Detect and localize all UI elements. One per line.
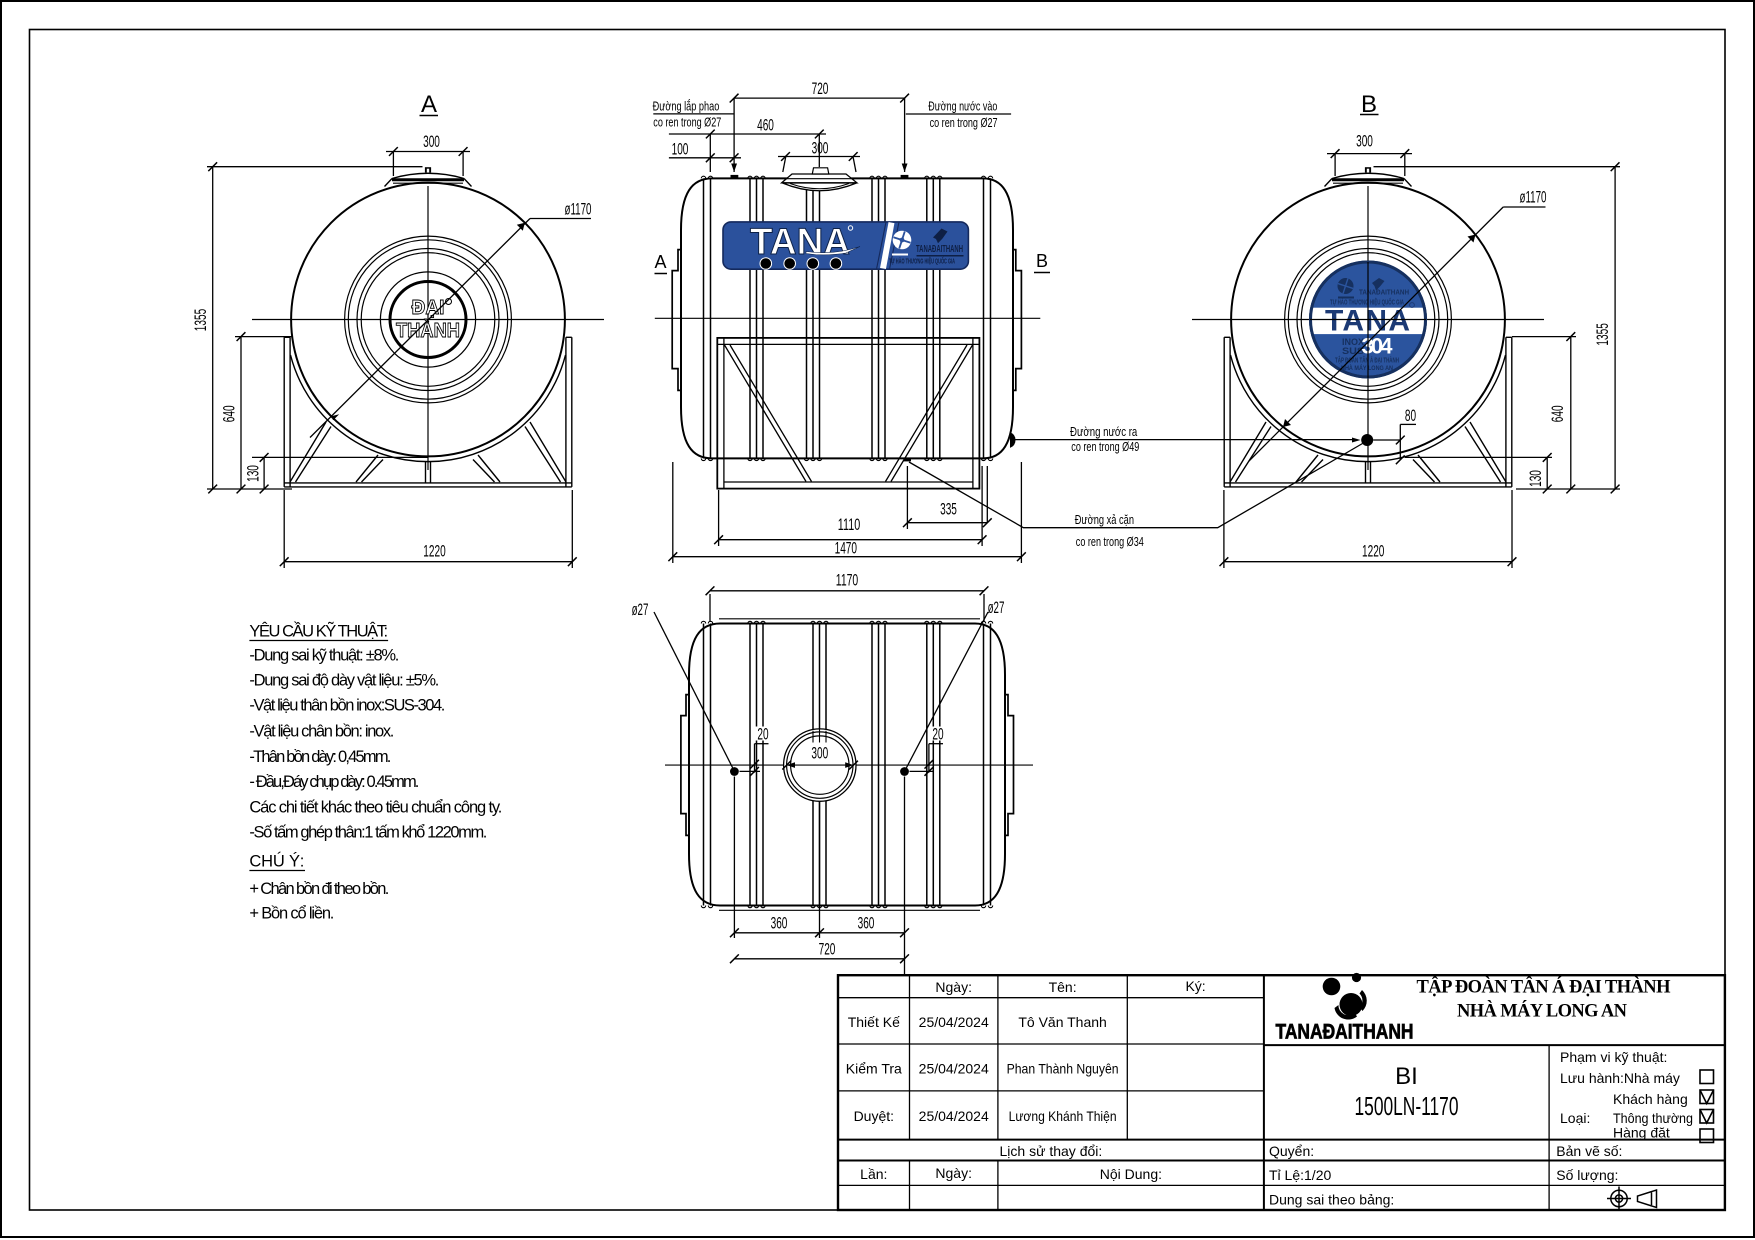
svg-text:80: 80 <box>1405 406 1416 425</box>
svg-text:Đường lắp phao: Đường lắp phao <box>653 99 720 114</box>
svg-text:Đường nước vào: Đường nước vào <box>928 99 997 114</box>
svg-text:130: 130 <box>1526 470 1545 487</box>
svg-text:TỰ HÀO THƯƠNG HIỆU QUỐC GIA: TỰ HÀO THƯƠNG HIỆU QUỐC GIA <box>889 256 955 266</box>
svg-text:-Vật liệu chân bồn: inox.: -Vật liệu chân bồn: inox. <box>249 723 394 741</box>
svg-text:TẬP ĐOÀN TÂN Á ĐẠI THÀNH: TẬP ĐOÀN TÂN Á ĐẠI THÀNH <box>1417 976 1672 998</box>
svg-text:+ Chân bồn đi theo bồn.: + Chân bồn đi theo bồn. <box>249 880 389 898</box>
svg-text:co ren trong Ø49: co ren trong Ø49 <box>1071 439 1139 454</box>
svg-text:460: 460 <box>757 116 774 135</box>
svg-text:SUS: SUS <box>1342 346 1364 356</box>
svg-text:Loại:: Loại: <box>1560 1110 1590 1126</box>
svg-text:- Đầu,Đáy chụp dày: 0.45mm.: - Đầu,Đáy chụp dày: 0.45mm. <box>249 773 419 791</box>
svg-text:B: B <box>1361 91 1377 118</box>
svg-text:1220: 1220 <box>1362 542 1384 561</box>
svg-text:TANAĐAITHANH: TANAĐAITHANH <box>1359 288 1409 297</box>
svg-text:-Dung sai kỹ thuật: ±8%.: -Dung sai kỹ thuật: ±8%. <box>249 647 399 665</box>
svg-text:335: 335 <box>940 500 957 519</box>
svg-text:720: 720 <box>812 79 829 98</box>
svg-text:Lịch sử thay đổi:: Lịch sử thay đổi: <box>1000 1143 1103 1159</box>
svg-text:Tỉ Lệ:1/20: Tỉ Lệ:1/20 <box>1269 1167 1331 1183</box>
svg-text:A: A <box>654 252 666 272</box>
svg-text:640: 640 <box>220 405 239 422</box>
svg-text:TỰ HÀO THƯƠNG HIỆU QUỐC GIA: TỰ HÀO THƯƠNG HIỆU QUỐC GIA <box>1330 297 1404 307</box>
svg-text:Lương Khánh Thiện: Lương Khánh Thiện <box>1009 1108 1117 1124</box>
svg-text:Dung sai theo bảng:: Dung sai theo bảng: <box>1269 1192 1394 1208</box>
svg-text:Ký:: Ký: <box>1185 978 1205 994</box>
svg-text:INOX: INOX <box>1342 337 1364 347</box>
svg-text:Số lượng:: Số lượng: <box>1556 1167 1618 1183</box>
svg-text:Kiểm Tra: Kiểm Tra <box>846 1061 902 1077</box>
svg-text:130: 130 <box>244 465 263 482</box>
svg-text:Bản vẽ số:: Bản vẽ số: <box>1556 1143 1622 1159</box>
svg-text:20: 20 <box>932 725 943 744</box>
svg-text:TANA: TANA <box>750 221 850 262</box>
svg-text:Thông thường: Thông thường <box>1613 1110 1693 1126</box>
svg-text:304: 304 <box>1362 334 1394 359</box>
svg-text:Ngày:: Ngày: <box>935 1165 972 1181</box>
svg-text:B: B <box>1036 251 1048 271</box>
svg-text:-Dung sai độ dày vật liệu: ±5%: -Dung sai độ dày vật liệu: ±5%. <box>249 672 439 690</box>
svg-text:1170: 1170 <box>836 571 858 590</box>
svg-text:TANAĐAITHANH: TANAĐAITHANH <box>1276 1020 1414 1044</box>
svg-text:ø27: ø27 <box>632 600 649 619</box>
svg-text:360: 360 <box>771 914 788 933</box>
svg-text:NHÀ MÁY LONG AN: NHÀ MÁY LONG AN <box>1457 1000 1628 1022</box>
svg-text:360: 360 <box>858 914 875 933</box>
svg-text:Tô Văn Thanh: Tô Văn Thanh <box>1018 1014 1106 1030</box>
svg-text:25/04/2024: 25/04/2024 <box>919 1108 989 1124</box>
svg-text:300: 300 <box>423 132 440 151</box>
svg-text:25/04/2024: 25/04/2024 <box>919 1061 989 1077</box>
svg-text:-Vật liệu thân bồn inox:SUS-30: -Vật liệu thân bồn inox:SUS-304. <box>249 697 445 715</box>
svg-text:co ren trong Ø27: co ren trong Ø27 <box>653 115 721 130</box>
svg-text:ø1170: ø1170 <box>1520 188 1547 207</box>
svg-text:720: 720 <box>819 940 836 959</box>
svg-text:1355: 1355 <box>191 309 210 331</box>
svg-text:300: 300 <box>811 744 828 763</box>
svg-text:Tên:: Tên: <box>1049 979 1077 995</box>
svg-text:1110: 1110 <box>838 515 860 534</box>
svg-text:640: 640 <box>1548 405 1567 422</box>
svg-text:Khách hàng: Khách hàng <box>1613 1091 1688 1107</box>
svg-text:Phan Thành Nguyên: Phan Thành Nguyên <box>1007 1061 1119 1077</box>
svg-text:Duyệt:: Duyệt: <box>854 1108 894 1124</box>
svg-text:Đường nước ra: Đường nước ra <box>1070 424 1138 439</box>
svg-text:1470: 1470 <box>835 539 857 558</box>
svg-text:NHÀ MÁY LONG AN: NHÀ MÁY LONG AN <box>1341 365 1393 372</box>
svg-text:Quyển:: Quyển: <box>1269 1143 1314 1159</box>
svg-text:300: 300 <box>812 139 829 158</box>
svg-text:-Thân bồn dày: 0,45mm.: -Thân bồn dày: 0,45mm. <box>249 748 391 766</box>
svg-text:Phạm vi kỹ thuật:: Phạm vi kỹ thuật: <box>1560 1049 1667 1065</box>
svg-text:Nội Dung:: Nội Dung: <box>1100 1166 1162 1182</box>
svg-text:CHÚ Ý:: CHÚ Ý: <box>249 852 304 871</box>
svg-text:co ren trong Ø34: co ren trong Ø34 <box>1076 534 1144 549</box>
svg-text:+ Bồn cổ liền.: + Bồn cổ liền. <box>249 905 334 923</box>
svg-text:A: A <box>421 91 437 118</box>
svg-text:Đường xả cặn: Đường xả cặn <box>1075 512 1134 527</box>
svg-text:300: 300 <box>1356 132 1373 151</box>
svg-text:co ren trong Ø27: co ren trong Ø27 <box>930 115 998 130</box>
svg-text:Các chi tiết khác theo tiêu ch: Các chi tiết khác theo tiêu chuẩn công t… <box>249 799 502 817</box>
svg-text:1500LN-1170: 1500LN-1170 <box>1355 1091 1459 1121</box>
svg-text:BI: BI <box>1395 1063 1418 1090</box>
svg-text:ø27: ø27 <box>988 598 1005 617</box>
svg-text:TANAĐAITHANH: TANAĐAITHANH <box>916 244 963 255</box>
svg-text:Lần:: Lần: <box>860 1166 887 1182</box>
svg-text:Ngày:: Ngày: <box>935 979 972 995</box>
svg-text:1355: 1355 <box>1593 323 1612 345</box>
svg-text:25/04/2024: 25/04/2024 <box>919 1014 989 1030</box>
svg-text:-Số tấm ghép thân:1 tấm khổ 12: -Số tấm ghép thân:1 tấm khổ 1220mm. <box>249 824 487 842</box>
svg-text:100: 100 <box>672 140 689 159</box>
svg-text:Thiết Kế: Thiết Kế <box>848 1014 900 1030</box>
svg-text:Hàng đặt: Hàng đặt <box>1613 1125 1670 1141</box>
svg-text:ĐẠI: ĐẠI <box>412 297 445 319</box>
svg-text:ø1170: ø1170 <box>565 200 592 219</box>
svg-text:20: 20 <box>757 725 768 744</box>
svg-text:Lưu hành:Nhà máy: Lưu hành:Nhà máy <box>1560 1070 1680 1086</box>
svg-text:YÊU CẦU KỸ THUẬT:: YÊU CẦU KỸ THUẬT: <box>249 621 388 641</box>
svg-text:TẬP ĐOÀN TÂN Á ĐẠI THÀNH: TẬP ĐOÀN TÂN Á ĐẠI THÀNH <box>1335 356 1399 365</box>
svg-text:1220: 1220 <box>423 542 445 561</box>
svg-text:THÀNH: THÀNH <box>396 319 460 342</box>
